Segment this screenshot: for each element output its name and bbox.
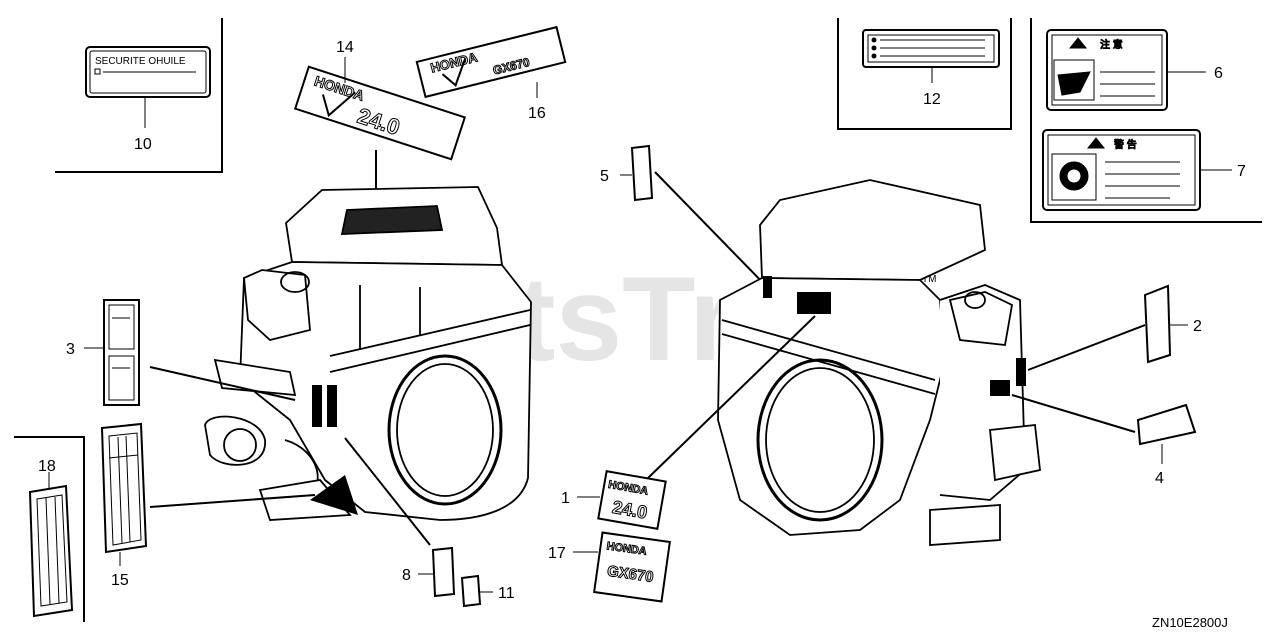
part-3-decal[interactable] — [103, 299, 140, 406]
callout-10: 10 — [134, 136, 152, 153]
part-7-decal[interactable]: 警 告 — [1042, 129, 1201, 211]
callout-3: 3 — [66, 341, 75, 358]
leader-3-engine — [149, 366, 296, 401]
part-15-decal[interactable] — [100, 422, 148, 554]
callout-16: 16 — [528, 105, 546, 122]
frame-lines — [14, 18, 1262, 622]
decal17-honda: HONDA — [606, 540, 648, 558]
leader-2-engine — [1027, 324, 1146, 371]
leader-4-engine — [1011, 394, 1136, 433]
callout-5: 5 — [600, 168, 609, 185]
callout-18: 18 — [38, 458, 56, 475]
part-1-decal[interactable]: HONDA 24.0 — [597, 469, 667, 531]
part-16-decal[interactable]: HONDA GX670 — [415, 25, 567, 99]
leader-8-engine — [344, 437, 431, 546]
caution-text: 注 意 — [1100, 38, 1123, 51]
callout-15: 15 — [111, 572, 129, 589]
part-4-decal[interactable] — [1136, 403, 1197, 446]
watermark-tm: TM — [922, 274, 936, 285]
diagram-code: ZN10E2800J — [1152, 615, 1228, 630]
callout-17: 17 — [548, 545, 566, 562]
callout-2: 2 — [1193, 318, 1202, 335]
part-18-decal[interactable] — [28, 484, 74, 618]
leader-15-engine — [149, 494, 316, 508]
part-6-decal[interactable]: 注 意 — [1046, 29, 1168, 111]
leader-1-engine — [647, 315, 816, 479]
leader-5-engine — [654, 171, 769, 289]
callout-7: 7 — [1237, 163, 1246, 180]
part-8-decal[interactable] — [431, 546, 456, 598]
callout-8: 8 — [402, 567, 411, 584]
callout-11: 11 — [498, 585, 515, 602]
part-11-decal[interactable] — [460, 574, 482, 608]
securite-label: SECURITE OHUILE — [95, 56, 186, 67]
part-14-decal[interactable]: HONDA 24.0 — [293, 65, 467, 161]
right-engine — [717, 179, 1041, 546]
callout-1: 1 — [561, 490, 570, 507]
part-12-decal[interactable] — [862, 29, 1000, 68]
callout-14: 14 — [336, 39, 354, 56]
left-engine — [204, 186, 532, 521]
part-5-decal[interactable] — [630, 144, 654, 202]
part-10-decal[interactable]: SECURITE OHUILE — [85, 46, 211, 128]
part-2-decal[interactable] — [1143, 284, 1172, 364]
warning-text: 警 告 — [1114, 138, 1137, 151]
part-17-decal[interactable]: HONDA GX670 — [593, 531, 671, 603]
callout-12: 12 — [923, 91, 941, 108]
callout-6: 6 — [1214, 65, 1223, 82]
callout-4: 4 — [1155, 470, 1164, 487]
